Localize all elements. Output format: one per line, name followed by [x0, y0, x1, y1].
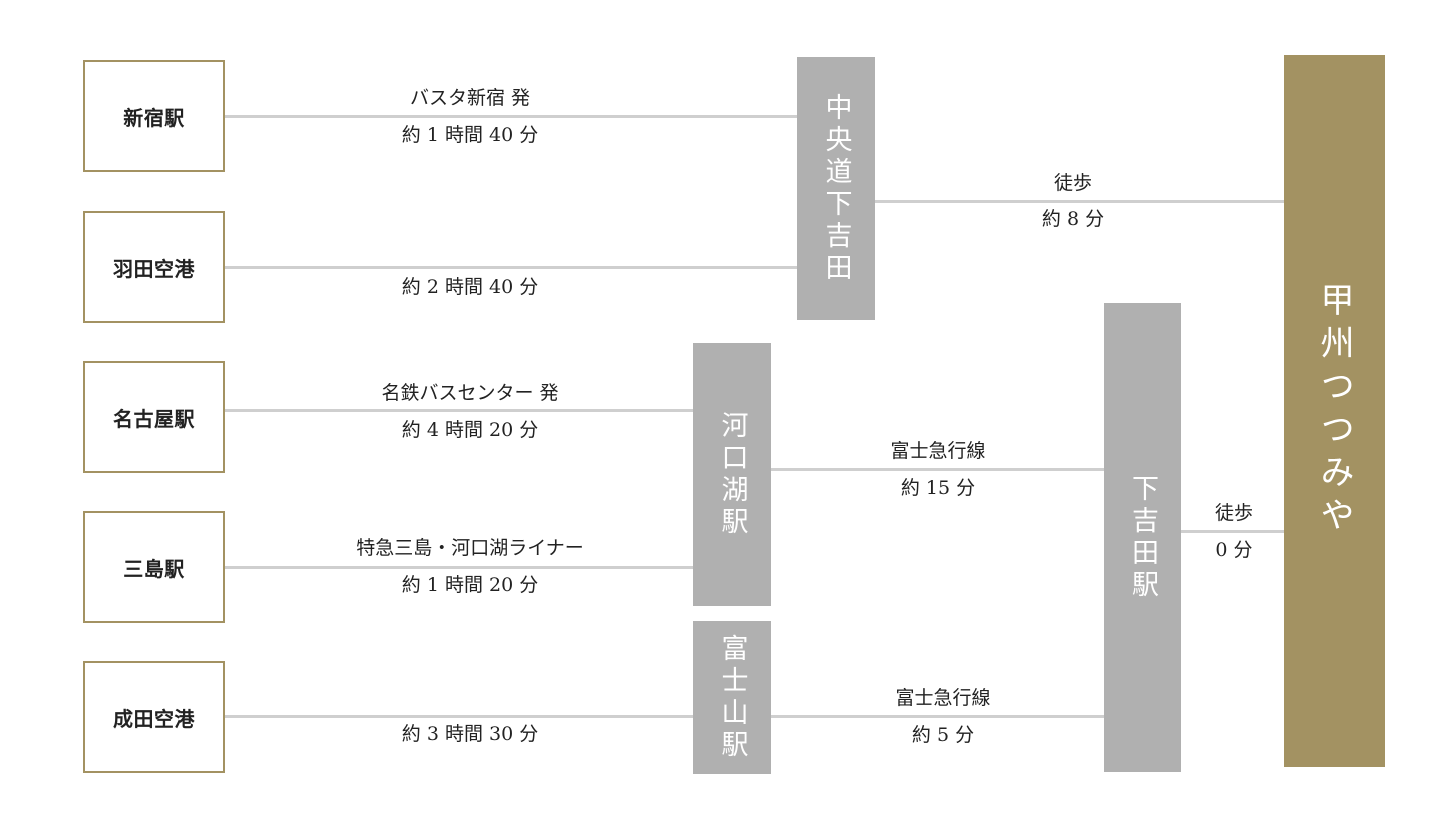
origin-shinjuku: 新宿駅 [83, 60, 225, 172]
route-line-mishima [225, 566, 693, 569]
destination-koshu-tsutsumiya: 甲州つつみや [1284, 55, 1385, 767]
origin-mishima: 三島駅 [83, 511, 225, 623]
route-line-shinjuku [225, 115, 797, 118]
route-line-kawaguchiko-train [771, 468, 1104, 471]
route-time-mishima: 約 1 時間 20 分 [401, 574, 539, 596]
route-note-shinjuku: バスタ新宿 発 [409, 87, 531, 109]
route-time-fujisan-train: 約 5 分 [911, 724, 975, 746]
origin-label: 羽田空港 [113, 256, 195, 281]
route-line-haneda [225, 266, 797, 269]
origin-label: 成田空港 [113, 706, 195, 731]
route-note-mishima: 特急三島・河口湖ライナー [356, 537, 584, 559]
route-time-chuo-walk: 約 8 分 [1041, 208, 1105, 230]
route-note-fujisan-train: 富士急行線 [895, 687, 991, 709]
origin-label: 新宿駅 [123, 105, 185, 130]
origin-nagoya: 名古屋駅 [83, 361, 225, 473]
route-time-kawaguchiko-train: 約 15 分 [900, 477, 976, 499]
route-note-nagoya: 名鉄バスセンター 発 [381, 382, 559, 404]
route-time-haneda: 約 2 時間 40 分 [401, 276, 539, 298]
hub-kawaguchiko-station: 河口湖駅 [693, 343, 771, 606]
route-line-narita [225, 715, 693, 718]
route-line-fujisan-train [771, 715, 1104, 718]
route-note-shimoyoshida-walk: 徒歩 [1214, 502, 1254, 524]
hub-label: 下吉田駅 [1127, 473, 1158, 602]
route-time-nagoya: 約 4 時間 20 分 [401, 419, 539, 441]
route-time-shinjuku: 約 1 時間 40 分 [401, 124, 539, 146]
hub-fujisan-station: 富士山駅 [693, 621, 771, 774]
route-line-nagoya [225, 409, 693, 412]
route-time-narita: 約 3 時間 30 分 [401, 723, 539, 745]
hub-label: 富士山駅 [716, 633, 748, 762]
origin-narita: 成田空港 [83, 661, 225, 773]
origin-label: 三島駅 [123, 556, 185, 581]
hub-shimoyoshida-station: 下吉田駅 [1104, 303, 1181, 772]
route-time-shimoyoshida-walk: 0 分 [1215, 539, 1253, 561]
origin-haneda: 羽田空港 [83, 211, 225, 323]
route-line-shimoyoshida-walk [1181, 530, 1284, 533]
origin-label: 名古屋駅 [113, 406, 195, 431]
destination-label: 甲州つつみや [1314, 282, 1354, 540]
route-note-chuo-walk: 徒歩 [1053, 172, 1093, 194]
route-note-kawaguchiko-train: 富士急行線 [890, 440, 986, 462]
hub-chuo-shimoyoshida: 中央道下吉田 [797, 57, 875, 320]
route-line-chuo-walk [875, 200, 1284, 203]
hub-label: 河口湖駅 [716, 410, 748, 539]
hub-label: 中央道下吉田 [820, 92, 852, 285]
